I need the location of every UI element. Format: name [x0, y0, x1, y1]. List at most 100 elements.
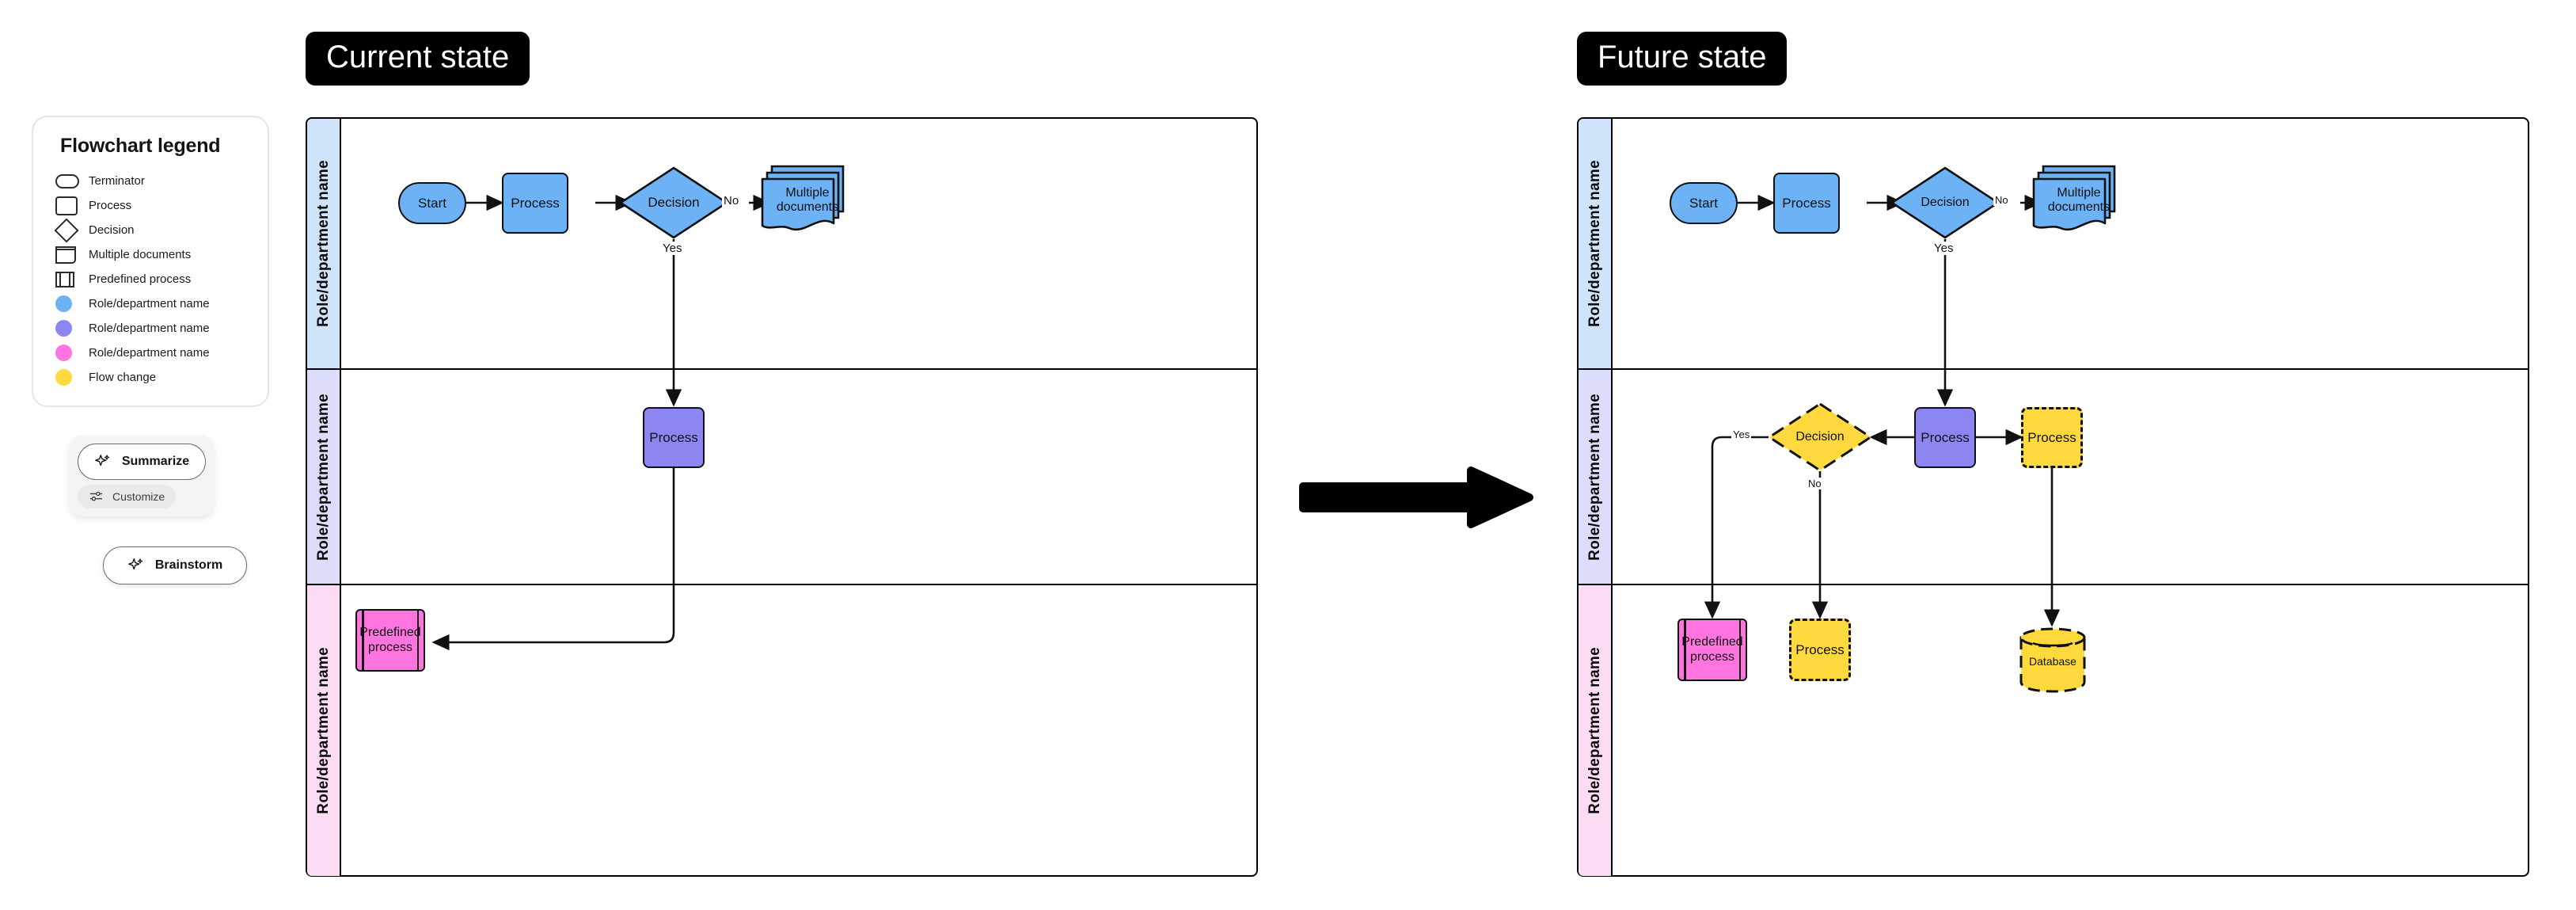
future-state-title: Future state [1577, 32, 1788, 86]
shape-label: Predefined process [1681, 635, 1743, 664]
process-node[interactable]: Process [2021, 407, 2083, 468]
swimlane-body: Predefined process Process Database [1613, 585, 2528, 876]
swimlane-row: Role/department name Predefined process [307, 584, 1256, 876]
sliders-icon [90, 491, 103, 501]
edge-label-no: No [722, 194, 741, 208]
swimlane-body: Yes No Decision Process Process [1613, 370, 2528, 585]
multiple-documents-icon [55, 246, 89, 264]
shape-label: Decision [1921, 196, 1970, 209]
legend-item-label: Role/department name [89, 346, 210, 360]
shape-label: Predefined process [359, 626, 421, 654]
swimlane-label: Role/department name [314, 160, 332, 327]
legend-item-label: Flow change [89, 371, 157, 384]
legend-item-decision: Decision [54, 217, 249, 243]
shape-label: Multiple documents [776, 186, 839, 215]
sparkle-icon [127, 558, 143, 570]
swimlane-row: Role/department name Predefined process … [1579, 584, 2528, 876]
shape-label: Process [649, 429, 698, 445]
shape-label: Process [511, 195, 560, 211]
database-node[interactable]: Database [2019, 626, 2087, 693]
customize-button[interactable]: Customize [78, 485, 177, 508]
role-color-dot-icon [55, 345, 89, 361]
swimlane-header: Role/department name [307, 585, 341, 876]
legend-item-label: Terminator [89, 174, 145, 188]
ai-tools-panel: Summarize Customize [70, 436, 214, 516]
transition-arrow-icon [1299, 466, 1533, 528]
swimlane-header: Role/department name [1579, 119, 1613, 368]
swimlane-row: Role/department name Process [307, 368, 1256, 585]
decision-node[interactable]: Decision [619, 166, 728, 239]
multiple-documents-node[interactable]: Multiple documents [2032, 162, 2118, 242]
flowchart-legend-card: Flowchart legend Terminator Process Deci… [32, 116, 269, 407]
swimlane-label: Role/department name [1586, 393, 1603, 561]
process-node[interactable]: Process [1789, 619, 1851, 681]
future-state-canvas: Role/department name No Yes Start Proces… [1577, 117, 2529, 877]
swimlane-body: Process [341, 370, 1256, 585]
process-node[interactable]: Process [1773, 173, 1840, 234]
swimlane-body: No Yes Start Process Decision Mu [1613, 119, 2528, 368]
shape-label: Start [1689, 195, 1718, 211]
brainstorm-button[interactable]: Brainstorm [103, 546, 247, 584]
shape-label: Process [1921, 429, 1970, 445]
multiple-documents-node[interactable]: Multiple documents [761, 162, 846, 242]
lane-connectors [431, 585, 675, 651]
swimlane-label: Role/department name [1586, 160, 1603, 327]
swimlane-header: Role/department name [307, 370, 341, 584]
swimlane-body: Predefined process [341, 585, 1256, 876]
legend-item-role-purple: Role/department name [55, 316, 249, 341]
legend-item-flow-change: Flow change [55, 365, 249, 390]
swimlane-label: Role/department name [314, 393, 332, 561]
edge-label-no: No [1807, 478, 1823, 489]
legend-item-multiple-documents: Multiple documents [55, 242, 249, 267]
sparkle-icon [94, 455, 110, 466]
process-node[interactable]: Process [1914, 407, 1976, 468]
process-icon [55, 196, 89, 215]
start-terminator[interactable]: Start [398, 182, 466, 224]
legend-item-label: Role/department name [89, 297, 210, 310]
swimlane-row: Role/department name Yes No [1579, 368, 2528, 585]
shape-label: Decision [648, 195, 700, 210]
edge-label-yes: Yes [1932, 242, 1955, 255]
decision-node[interactable]: Decision [1767, 402, 1873, 473]
legend-item-label: Predefined process [89, 272, 192, 286]
lane-connectors [1711, 370, 2054, 585]
legend-item-label: Multiple documents [89, 248, 192, 261]
legend-item-label: Decision [89, 223, 135, 237]
summarize-button[interactable]: Summarize [78, 444, 206, 480]
legend-item-role-pink: Role/department name [55, 341, 249, 365]
predefined-process-node[interactable]: Predefined process [1677, 619, 1747, 681]
shape-label: Multiple documents [2047, 186, 2111, 215]
legend-item-role-blue: Role/department name [55, 291, 249, 316]
current-state-title: Current state [306, 32, 530, 86]
lane-connectors [1738, 194, 2042, 368]
predefined-process-node[interactable]: Predefined process [355, 609, 425, 672]
summarize-label: Summarize [121, 455, 190, 468]
legend-item-label: Role/department name [89, 322, 210, 335]
shape-label: Process [2027, 429, 2076, 445]
role-color-dot-icon [55, 295, 89, 312]
edge-label-yes: Yes [661, 242, 684, 255]
flow-change-dot-icon [55, 369, 89, 386]
start-terminator[interactable]: Start [1670, 182, 1738, 224]
decision-node[interactable]: Decision [1890, 166, 2000, 239]
swimlane-label: Role/department name [314, 647, 332, 814]
brainstorm-label: Brainstorm [154, 558, 223, 572]
shape-label: Decision [1795, 430, 1845, 444]
lane-connectors [665, 370, 682, 585]
current-state-canvas: Role/department name No Yes Start Proces [306, 117, 1258, 877]
customize-label: Customize [112, 490, 165, 503]
legend-item-process: Process [55, 193, 249, 218]
swimlane-label: Role/department name [1586, 647, 1603, 814]
process-node[interactable]: Process [502, 173, 568, 234]
legend-title: Flowchart legend [60, 135, 221, 157]
legend-item-predefined-process: Predefined process [55, 267, 249, 291]
decision-icon [54, 217, 89, 243]
edge-label-no: No [1993, 194, 2010, 206]
swimlane-row: Role/department name No Yes Start Proces [307, 119, 1256, 368]
role-color-dot-icon [55, 320, 89, 337]
process-node[interactable]: Process [643, 407, 705, 468]
legend-item-label: Process [89, 199, 132, 212]
shape-label: Process [1782, 195, 1831, 211]
swimlane-header: Role/department name [1579, 370, 1613, 584]
swimlane-row: Role/department name No Yes Start Proces… [1579, 119, 2528, 368]
